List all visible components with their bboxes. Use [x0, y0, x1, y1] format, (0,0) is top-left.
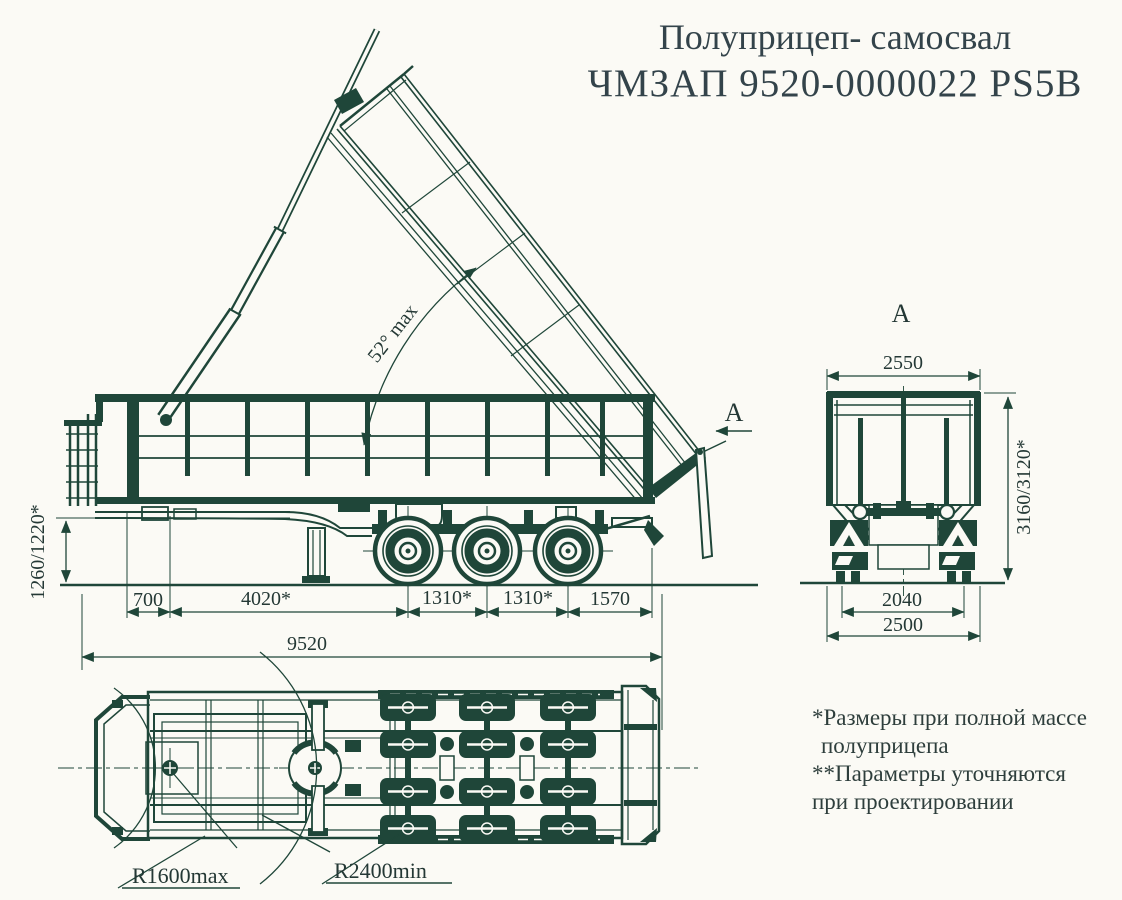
dim-overall-width: 2500 — [883, 614, 923, 636]
dim-track-width: 2040 — [882, 589, 922, 611]
raised-body-rear-wedge — [648, 450, 706, 498]
swing-radii: R1600max R2400min — [113, 651, 452, 889]
dim-overall-height: 3160/3120* — [1013, 439, 1035, 535]
rear-view-dimensions: 2550 3160/3120* 2040 2500 — [826, 352, 1035, 642]
rear-swing-arc — [259, 651, 318, 885]
dim-kingpin-to-axle1: 4020* — [241, 588, 291, 610]
dim-front-to-kingpin: 700 — [133, 589, 163, 611]
tip-angle-arc — [361, 267, 477, 446]
note-line4: при проектировании — [812, 789, 1014, 815]
dim-fifth-wheel-height: 1260/1220* — [27, 504, 49, 600]
side-view-dimensions: 1260/1220* 700 4020* 1310* 1310* 1570 95… — [27, 504, 663, 730]
rear-view: A — [800, 299, 1035, 642]
front-swing-label: R1600max — [132, 863, 229, 888]
title-line2: ЧМЗАП 9520-0000022 PS5B — [587, 61, 1083, 105]
plan-landing-gear — [308, 700, 361, 836]
open-tailgate — [694, 446, 714, 560]
title-block: Полуприцеп- самосвал ЧМЗАП 9520-0000022 … — [552, 16, 1118, 107]
hydraulic-cylinder — [157, 28, 381, 426]
kingpin — [150, 748, 190, 788]
dim-rear-overhang: 1570 — [590, 588, 630, 610]
plan-view: R1600max R2400min — [58, 651, 700, 889]
section-arrow: A — [715, 398, 752, 436]
side-view: 52° max — [27, 28, 758, 730]
landing-gear — [302, 527, 330, 583]
lowered-body — [95, 394, 655, 504]
rear-view-label: A — [892, 299, 911, 328]
section-label-side: A — [725, 398, 744, 427]
notes-block: *Размеры при полной массе полуприцепа **… — [812, 704, 1122, 816]
title-line1: Полуприцеп- самосвал — [658, 17, 1012, 57]
dim-axle-spacing-2: 1310* — [503, 587, 553, 609]
cylinder-bracket — [334, 88, 364, 114]
dim-overall-length: 9520 — [287, 633, 327, 655]
raised-body — [326, 65, 727, 560]
front-platform — [64, 396, 103, 506]
note-line3: **Параметры уточняются — [812, 761, 1066, 787]
dim-axle-spacing-1: 1310* — [422, 587, 472, 609]
dim-body-width: 2550 — [883, 352, 923, 374]
front-swing-arc — [113, 687, 156, 849]
rear-chassis — [830, 501, 977, 583]
note-line1: *Размеры при полной массе — [812, 705, 1087, 730]
note-line2: полуприцепа — [821, 733, 949, 759]
tip-angle-label: 52° max — [363, 300, 422, 367]
rear-swing-label: R2400min — [334, 858, 427, 883]
